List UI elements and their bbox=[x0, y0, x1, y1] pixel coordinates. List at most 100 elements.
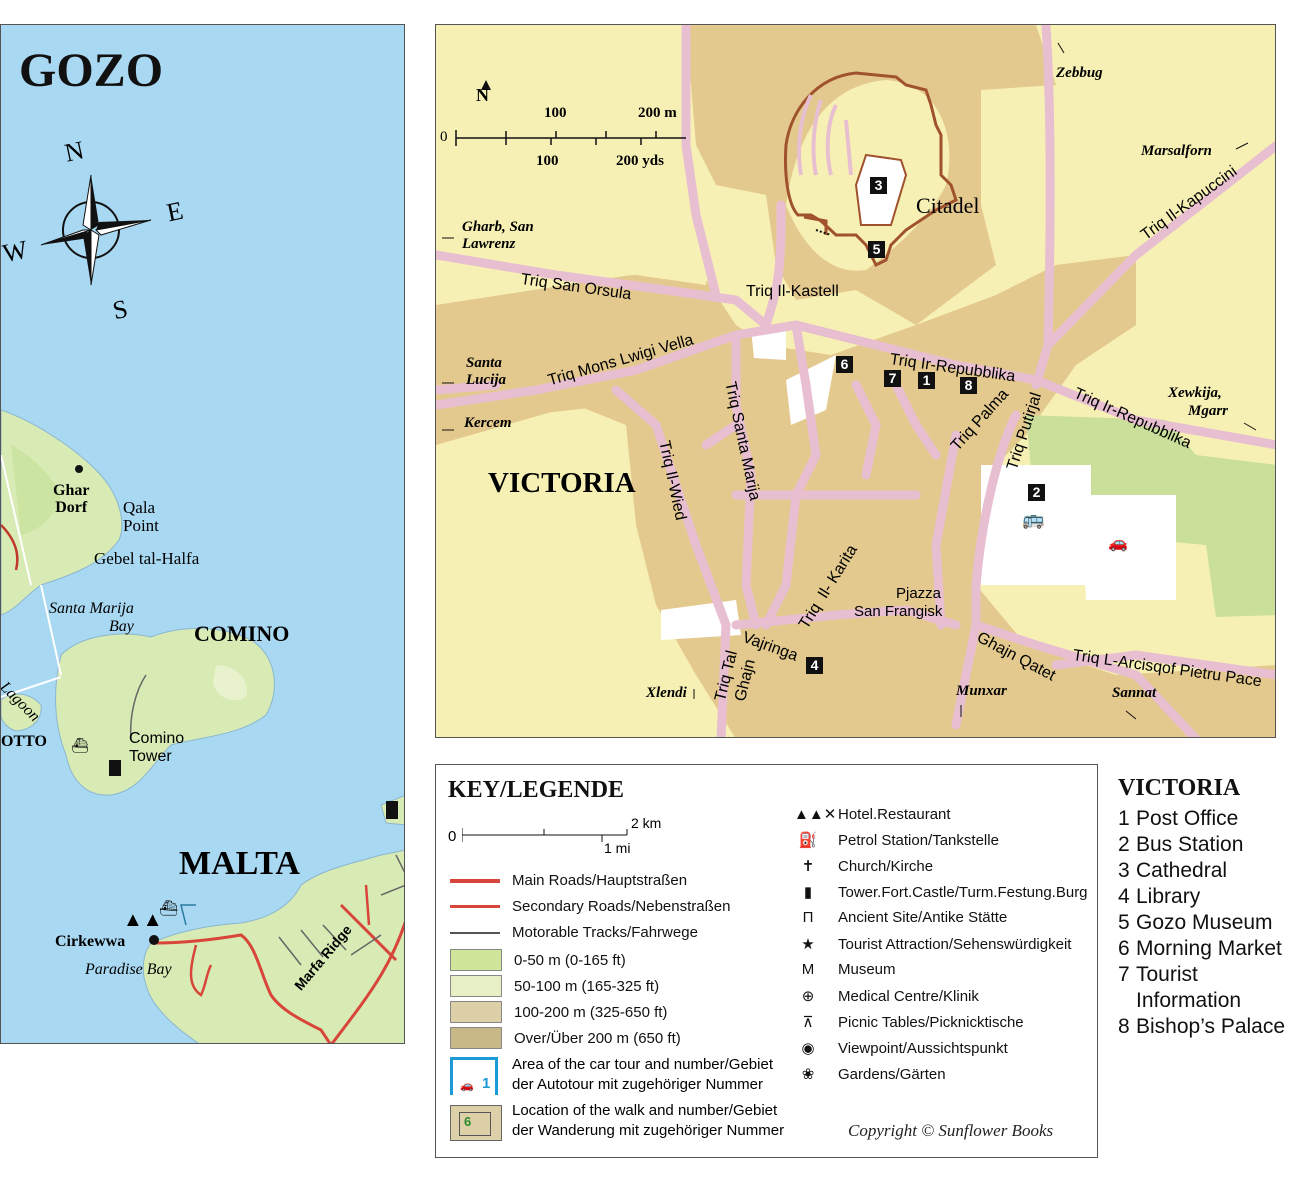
key-elev-0-50: 0-50 m (0-165 ft) bbox=[450, 949, 626, 971]
copyright: Copyright © Sunflower Books bbox=[848, 1121, 1054, 1140]
victoria-legend-label: Tourist Information bbox=[1136, 963, 1242, 1012]
walk-swatch-icon: 6 bbox=[450, 1105, 502, 1141]
victoria-legend-label: Post Office bbox=[1136, 807, 1239, 830]
victoria-town-label: VICTORIA bbox=[488, 467, 636, 499]
compass-rose-icon bbox=[40, 174, 152, 286]
victoria-legend-num: 7 bbox=[1118, 963, 1130, 986]
fort-icon bbox=[386, 801, 398, 819]
key-symbol-label: Medical Centre/Klinik bbox=[838, 987, 979, 1005]
victoria-legend-num: 4 bbox=[1118, 885, 1130, 908]
dest-gharb-2: Lawrenz bbox=[462, 236, 516, 252]
dest-sannat: Sannat bbox=[1112, 685, 1157, 701]
label-malta: MALTA bbox=[179, 845, 300, 882]
hotel-restaurant-icon: ▲▲✕ bbox=[794, 806, 837, 823]
marker-1[interactable]: 1 bbox=[918, 372, 935, 389]
key-symbol-row: ◉Viewpoint/Aussichtspunkt bbox=[794, 1039, 1008, 1058]
marker-4[interactable]: 4 bbox=[806, 657, 823, 674]
victoria-legend-label: Gozo Museum bbox=[1136, 911, 1273, 934]
car-tour-car-icon: 🚗 bbox=[460, 1080, 474, 1092]
tower-icon: ▮ bbox=[803, 884, 813, 901]
ancient-site-icon: Π bbox=[802, 909, 814, 926]
key-walk-line2: der Wanderung mit zugehöriger Nummer bbox=[512, 1122, 785, 1139]
scale-200yds: 200 yds bbox=[616, 153, 664, 169]
marker-2[interactable]: 2 bbox=[1028, 484, 1045, 501]
victoria-legend-num: 6 bbox=[1118, 937, 1130, 960]
ferry-icon-malta: ⛴ bbox=[159, 900, 179, 917]
car-park-lot bbox=[1081, 495, 1176, 600]
dest-santa-lucija-1: Santa bbox=[466, 355, 502, 371]
key-symbol-label: Museum bbox=[838, 961, 896, 978]
citadel-label: Citadel bbox=[916, 193, 980, 218]
key-scale-km: 2 km bbox=[631, 815, 662, 831]
victoria-legend-label: Bishop’s Palace bbox=[1136, 1015, 1286, 1038]
ferry-icon: ⛴ bbox=[71, 737, 89, 753]
key-symbol-row: ▮ Tower.Fort.Castle/Turm.Festung.Burg bbox=[794, 883, 1088, 902]
street-il-kastell: Triq Il-Kastell bbox=[746, 283, 839, 300]
label-ghar-dorf: Ghar Dorf bbox=[53, 482, 90, 516]
key-symbol-label: Tower.Fort.Castle/Turm.Festung.Burg bbox=[838, 883, 1088, 901]
key-walk-line1: Location of the walk and number/Gebiet bbox=[512, 1102, 778, 1119]
bus-icon: 🚌 bbox=[1022, 509, 1045, 529]
label-comino-tower: Comino Tower bbox=[129, 730, 185, 765]
key-elev-100-200-label: 100-200 m (325-650 ft) bbox=[514, 1003, 668, 1021]
key-symbol-row: ✝ Church/Kirche bbox=[794, 857, 934, 876]
label-santa-marija-bay: Santa Marija Bay bbox=[49, 600, 134, 635]
key-title: KEY/LEGENDE bbox=[448, 777, 625, 803]
church-icon: ✝ bbox=[801, 858, 815, 875]
citadel-wall bbox=[784, 71, 958, 268]
dest-munxar: Munxar bbox=[956, 683, 1007, 699]
victoria-roads bbox=[436, 25, 1275, 737]
walk-num: 6 bbox=[464, 1114, 472, 1129]
victoria-legend-label: Library bbox=[1136, 885, 1201, 908]
marker-3[interactable]: 3 bbox=[870, 177, 887, 194]
car-icon: 🚗 bbox=[1108, 535, 1128, 552]
marker-7[interactable]: 7 bbox=[884, 370, 901, 387]
key-symbol-row: ⊼Picnic Tables/Picknicktische bbox=[794, 1013, 1024, 1032]
scale-200m: 200 m bbox=[638, 105, 677, 121]
gozo-road bbox=[1, 524, 19, 571]
picnic-icon: ⊼ bbox=[802, 1014, 814, 1031]
key-symbol-row: ▲▲✕Hotel.Restaurant bbox=[794, 805, 951, 824]
north-arrow-icon bbox=[481, 80, 491, 90]
victoria-legend-item: 5 Gozo Museum bbox=[1118, 910, 1296, 936]
victoria-legend-label: Morning Market bbox=[1136, 937, 1282, 960]
key-panel: KEY/LEGENDE 0 2 km 1 mi Main Roads/Haupt… bbox=[435, 764, 1098, 1158]
petrol-station-icon: ⛽ bbox=[798, 832, 818, 849]
dest-xewkija-2: Mgarr bbox=[1188, 403, 1229, 419]
key-scale-mi: 1 mi bbox=[604, 840, 631, 856]
victoria-map[interactable]: N 0 100 200 m 100 200 yds VICTORIA Citad… bbox=[435, 24, 1276, 738]
north-label: N bbox=[476, 85, 489, 105]
victoria-legend-num: 5 bbox=[1118, 911, 1130, 934]
marker-6[interactable]: 6 bbox=[836, 356, 853, 373]
key-symbol-label: Hotel.Restaurant bbox=[838, 805, 951, 823]
compass-west: W bbox=[0, 234, 31, 269]
gozo-map-canvas bbox=[1, 409, 404, 1043]
marker-5[interactable]: 5 bbox=[868, 241, 885, 258]
marker-8[interactable]: 8 bbox=[960, 377, 977, 394]
key-symbol-label: Tourist Attraction/Sehenswürdigkeit bbox=[838, 935, 1072, 953]
cominotto-landmass bbox=[1, 693, 42, 732]
key-main-roads: Main Roads/Hauptstraßen bbox=[450, 872, 687, 889]
label-cirkewwa: Cirkewwa bbox=[55, 933, 126, 950]
key-secondary-roads-label: Secondary Roads/Nebenstraßen bbox=[512, 898, 731, 915]
key-symbol-label: Viewpoint/Aussichtspunkt bbox=[838, 1039, 1008, 1057]
key-elev-100-200: 100-200 m (325-650 ft) bbox=[450, 1001, 667, 1023]
malta-landmass bbox=[142, 849, 404, 1043]
dest-marsalforn: Marsalforn bbox=[1141, 143, 1212, 159]
pjazza-line1: Pjazza bbox=[896, 585, 942, 602]
dest-zebbug: Zebbug bbox=[1056, 65, 1103, 81]
label-cominotto: OTTO bbox=[1, 733, 47, 750]
key-tracks-label: Motorable Tracks/Fahrwege bbox=[512, 924, 698, 941]
key-symbol-row: ★Tourist Attraction/Sehenswürdigkeit bbox=[794, 935, 1072, 954]
key-main-roads-label: Main Roads/Hauptstraßen bbox=[512, 872, 688, 889]
key-symbol-label: Church/Kirche bbox=[838, 857, 934, 875]
gozo-map[interactable]: GOZO N E S W Ghar Dorf Qala Point Gebel … bbox=[0, 24, 405, 1044]
victoria-legend-item: 6 Morning Market bbox=[1118, 936, 1296, 962]
